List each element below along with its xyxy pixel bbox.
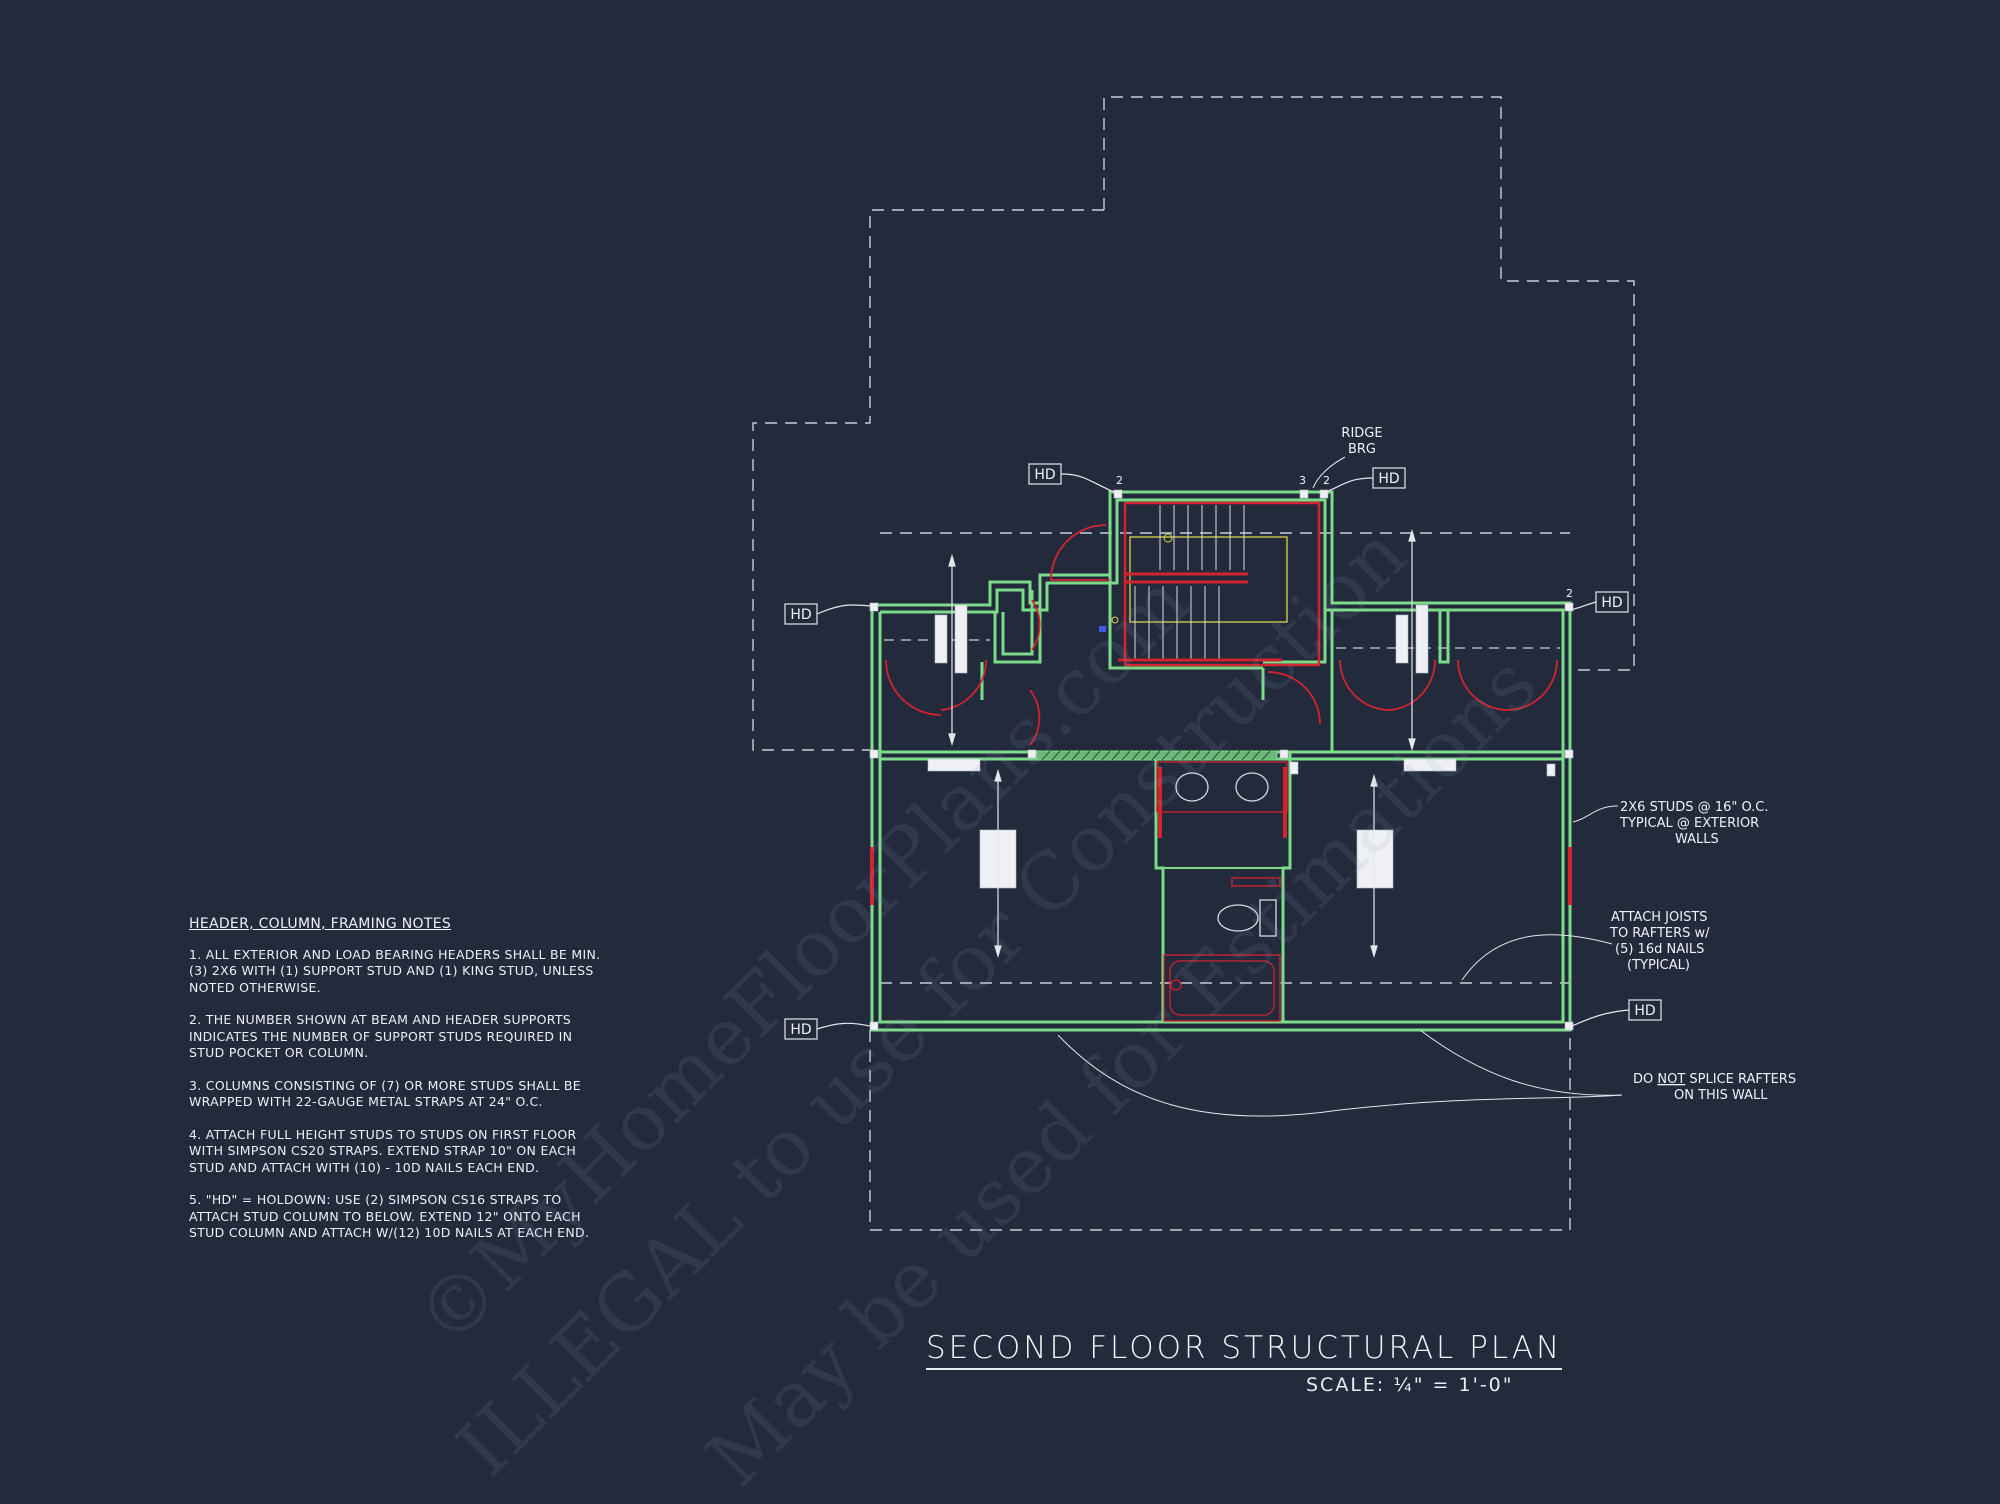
joists-note-line3: (5) 16d NAILS bbox=[1615, 942, 1704, 957]
stud-count: 2 bbox=[1566, 587, 1573, 600]
stud-count: 3 bbox=[1299, 474, 1306, 487]
roof-outline bbox=[752, 96, 1635, 1231]
stair bbox=[1118, 501, 1321, 667]
studs-leader bbox=[1572, 805, 1619, 823]
beam bbox=[1036, 750, 1278, 761]
studs-note-line3: WALLS bbox=[1675, 832, 1719, 847]
hd-label: HD bbox=[790, 1022, 811, 1038]
framing-notes: HEADER, COLUMN, FRAMING NOTES 1. ALL EXT… bbox=[189, 916, 609, 1258]
hd-tags bbox=[784, 463, 1662, 1040]
hd-label: HD bbox=[1634, 1003, 1655, 1019]
splice-leader-right bbox=[1419, 1029, 1623, 1096]
note-item: 1. ALL EXTERIOR AND LOAD BEARING HEADERS… bbox=[189, 946, 601, 995]
stud-count: 2 bbox=[1116, 474, 1123, 487]
hd-label: HD bbox=[790, 607, 811, 623]
stud-count: 2 bbox=[1323, 474, 1330, 487]
plan-scale: SCALE: ¼" = 1'-0" bbox=[1306, 1374, 1514, 1396]
hd-label: HD bbox=[1034, 467, 1055, 483]
joists-leader bbox=[1461, 934, 1613, 981]
notes-header: HEADER, COLUMN, FRAMING NOTES bbox=[189, 916, 452, 932]
ridge-label-line1: RIDGE bbox=[1341, 426, 1382, 441]
bath-fixtures bbox=[1156, 761, 1288, 1022]
splice-note-line2: ON THIS WALL bbox=[1674, 1088, 1768, 1103]
interior-dashed bbox=[884, 639, 1560, 649]
note-item: 4. ATTACH FULL HEIGHT STUDS TO STUDS ON … bbox=[189, 1126, 577, 1175]
plan-title: SECOND FLOOR STRUCTURAL PLAN bbox=[926, 1330, 1563, 1370]
splice-leader-left bbox=[1057, 1034, 1623, 1117]
hd-label: HD bbox=[1601, 595, 1622, 611]
note-item: 3. COLUMNS CONSISTING OF (7) OR MORE STU… bbox=[189, 1077, 581, 1110]
joists-note-line2: TO RAFTERS w/ bbox=[1609, 926, 1710, 941]
hd-label: HD bbox=[1378, 471, 1399, 487]
splice-note-line1: DO NOT SPLICE RAFTERS bbox=[1633, 1072, 1796, 1087]
note-item: 2. THE NUMBER SHOWN AT BEAM AND HEADER S… bbox=[189, 1012, 573, 1060]
stair-marker-icon bbox=[1111, 616, 1119, 624]
doors bbox=[870, 524, 1572, 905]
joist-arrows bbox=[948, 528, 1416, 959]
ridge-label-line2: BRG bbox=[1348, 442, 1376, 457]
joists-note-line4: (TYPICAL) bbox=[1627, 958, 1690, 973]
studs-note-line2: TYPICAL @ EXTERIOR bbox=[1619, 816, 1759, 831]
ridge-leader bbox=[1312, 456, 1346, 489]
note-item: 5. "HD" = HOLDOWN: USE (2) SIMPSON CS16 … bbox=[189, 1192, 590, 1240]
stair-arrow-icon bbox=[1163, 533, 1173, 543]
blue-marker-icon bbox=[1099, 626, 1106, 632]
joists-note-line1: ATTACH JOISTS bbox=[1611, 910, 1708, 925]
studs-note-line1: 2X6 STUDS @ 16" O.C. bbox=[1620, 800, 1769, 815]
